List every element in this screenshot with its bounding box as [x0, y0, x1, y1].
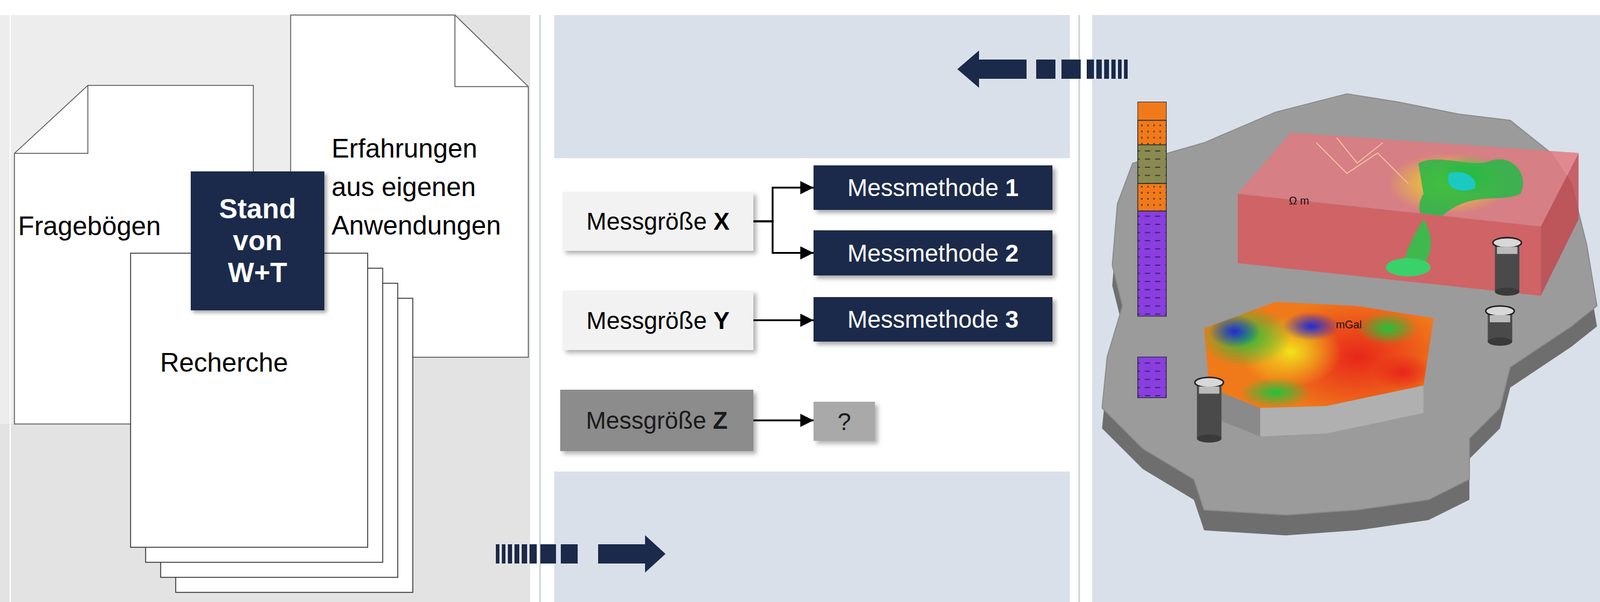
connector-arrow	[753, 187, 814, 222]
node-text: Recherche	[160, 347, 289, 380]
separator	[1078, 15, 1081, 602]
quantity-box: Messgröße X	[562, 191, 754, 251]
gravity-block	[1199, 296, 1449, 437]
unit-label: mGal	[1335, 318, 1362, 332]
node-text: Messgröße Z	[586, 406, 729, 436]
right-panel	[1092, 15, 1600, 602]
left-panel	[0, 15, 531, 602]
well-symbols	[1195, 237, 1522, 443]
separator	[539, 15, 541, 602]
node-text: Messmethode 1	[847, 173, 1019, 203]
flow-arrow-left	[957, 50, 1128, 88]
method-box: Messmethode 1	[813, 165, 1053, 211]
node-text: Messgröße Y	[586, 306, 730, 336]
panel-edge	[9, 15, 11, 602]
well-symbol	[1195, 377, 1224, 443]
quantity-box-unresolved: Messgröße Z	[560, 389, 754, 452]
flow-arrow-right	[495, 535, 666, 573]
connector-arrow	[753, 420, 814, 422]
node-text: Erfahrungen aus eigenen Anwendungen	[331, 129, 525, 245]
node-text: Stand von W+T	[200, 193, 315, 289]
node-text: Messmethode 2	[847, 238, 1019, 268]
well-symbol	[1492, 237, 1522, 297]
node-text: Messgröße X	[586, 206, 730, 236]
unknown-method-box: ?	[813, 401, 875, 442]
method-box: Messmethode 2	[813, 230, 1053, 276]
borehole-column	[1137, 102, 1167, 399]
well-symbol	[1485, 306, 1514, 346]
unit-label: Ω m	[1288, 194, 1309, 208]
connector-arrow	[753, 221, 814, 254]
state-box: Stand von W+T	[190, 171, 325, 311]
connector-arrow	[753, 319, 814, 322]
node-text: ?	[837, 407, 851, 437]
quantity-box: Messgröße Y	[562, 290, 754, 351]
node-text: Messmethode 3	[847, 305, 1019, 334]
node-text: Fragebögen	[18, 210, 161, 243]
method-box: Messmethode 3	[813, 297, 1053, 342]
germany-map	[1101, 93, 1597, 516]
middle-panel	[554, 15, 1070, 602]
resistivity-block	[1237, 132, 1579, 296]
middle-band	[554, 158, 1070, 472]
